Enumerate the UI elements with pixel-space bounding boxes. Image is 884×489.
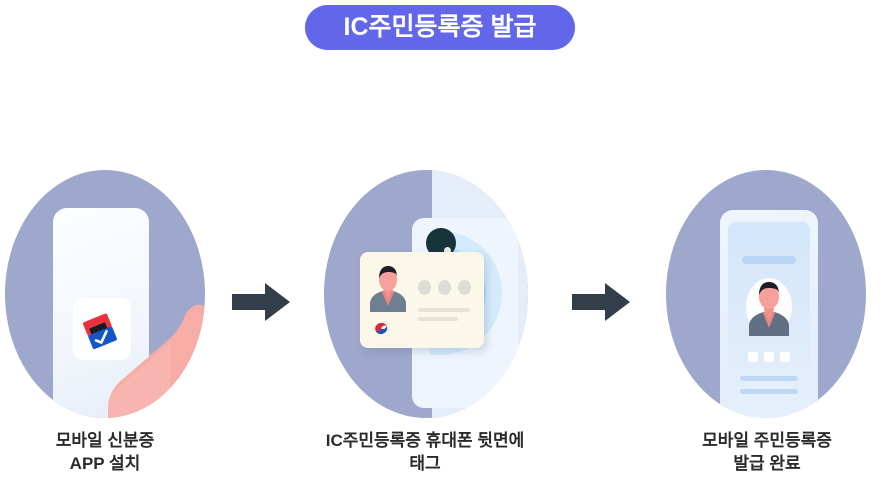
text-line [740,389,798,394]
mobile-id-app-icon [83,313,117,349]
dot [438,280,451,295]
arrow-right-icon [572,283,630,321]
portrait-icon [370,266,406,312]
step-2-caption-line1: IC주민등록증 휴대폰 뒷면에 태그 [325,431,525,473]
portrait-icon [746,278,792,336]
page-title-badge: IC주민등록증 발급 [305,5,575,50]
step-2-caption: IC주민등록증 휴대폰 뒷면에 태그 [320,430,530,476]
dot [748,352,758,362]
hand-icon [108,304,205,418]
screen-text-lines [740,376,798,402]
id-card-icon [360,252,484,348]
page-title: IC주민등록증 발급 [343,13,537,41]
step-1-illustration [5,170,205,418]
steps-container: 모바일 신분증 APP 설치 [0,155,884,489]
step-1: 모바일 신분증 APP 설치 [0,155,210,489]
step-1-caption: 모바일 신분증 APP 설치 [0,430,210,476]
step-3-caption-line1: 모바일 주민등록증 [702,431,832,450]
screen-dots [748,352,790,362]
korean-flag-icon [372,320,391,337]
step-3-caption: 모바일 주민등록증 발급 완료 [662,430,872,476]
text-line [740,376,798,381]
dot [780,352,790,362]
dot [458,280,471,295]
step-2-illustration [324,170,528,418]
id-card-text-lines [418,308,470,326]
text-line [418,308,470,312]
step-3: 모바일 주민등록증 발급 완료 [662,155,872,489]
id-card-dots [418,280,471,295]
step-3-caption-line2: 발급 완료 [733,453,801,473]
dot [418,280,431,295]
step-3-illustration [666,170,866,418]
step-2: IC주민등록증 휴대폰 뒷면에 태그 [320,155,530,489]
step-1-caption-line1: 모바일 신분증 [55,431,155,450]
text-line [418,317,458,321]
screen-header-bar [742,256,796,264]
step-1-caption-line2: APP 설치 [69,453,141,473]
dot [764,352,774,362]
arrow-right-icon [232,283,290,321]
